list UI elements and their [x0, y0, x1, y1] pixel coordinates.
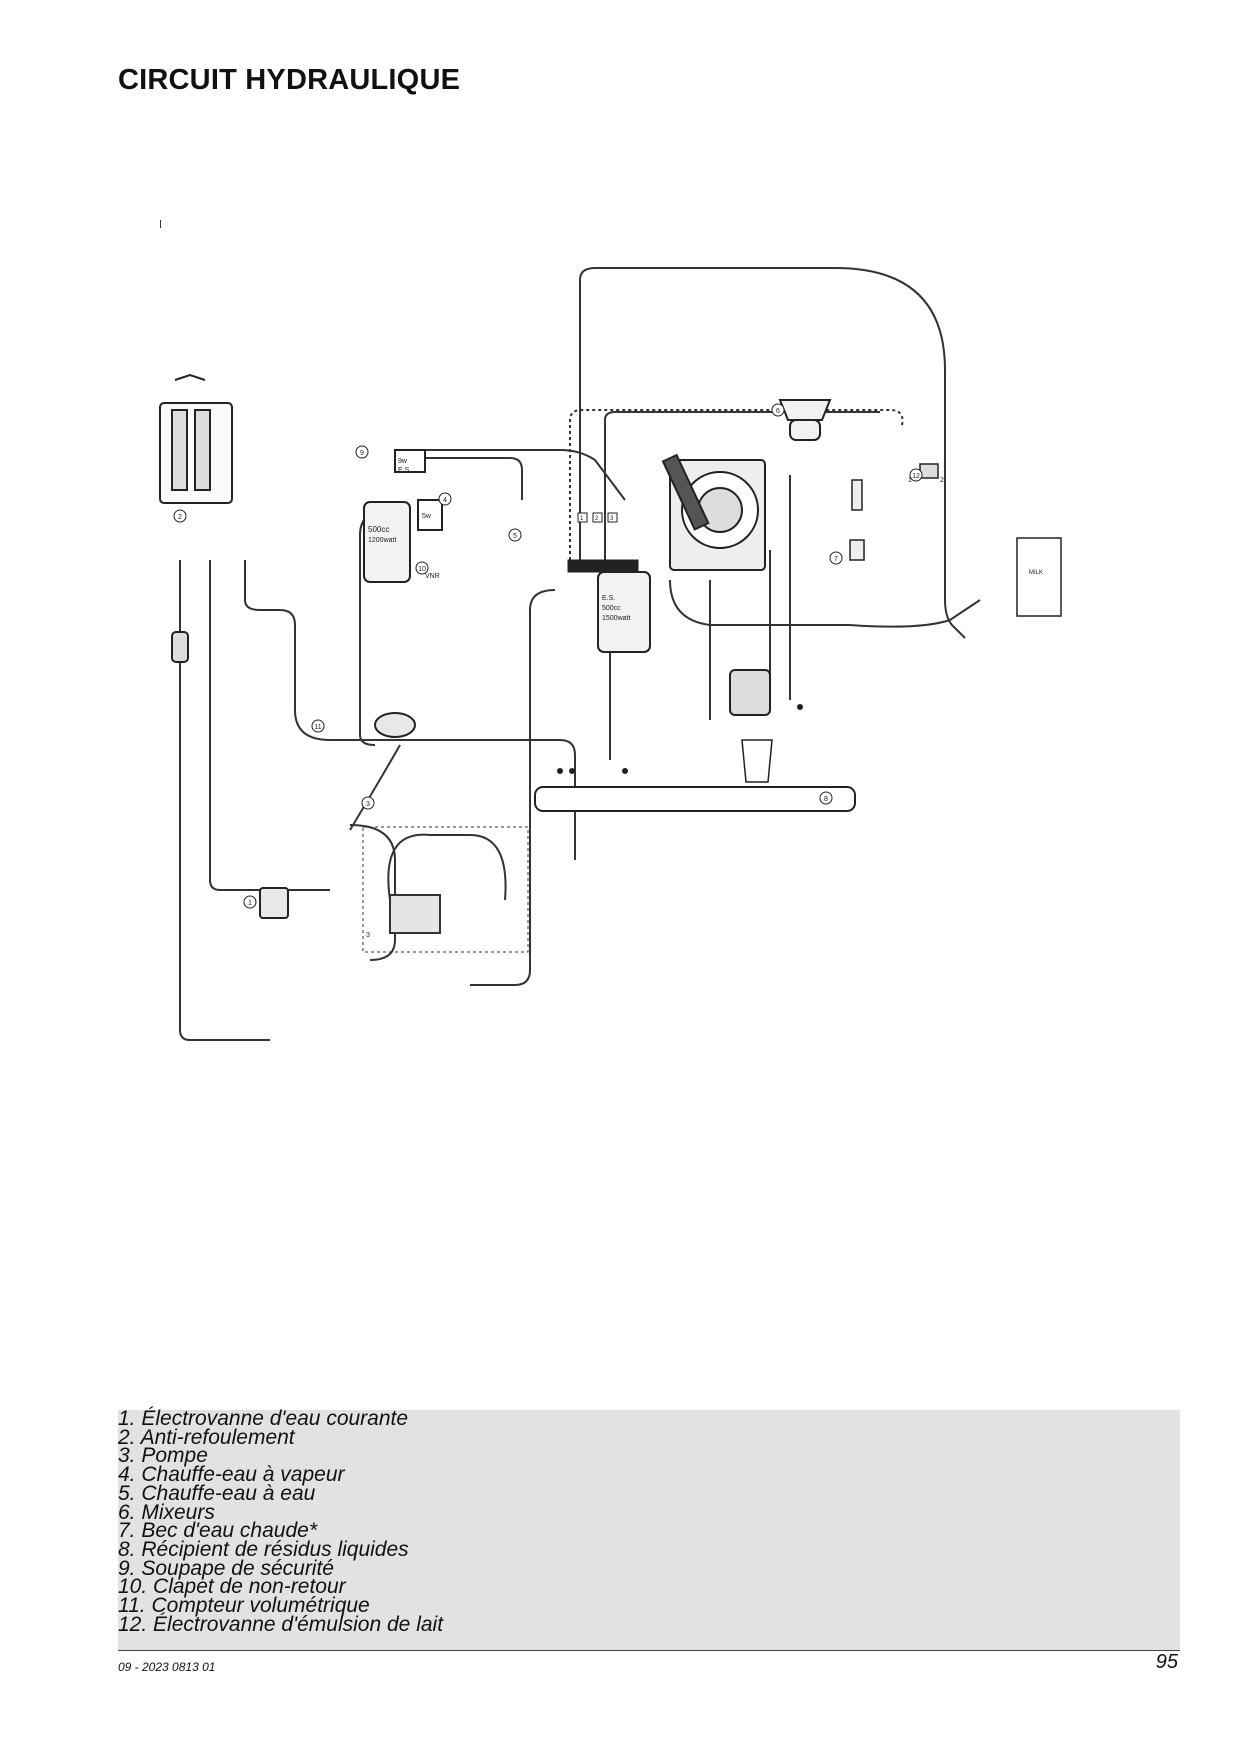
callout-7: 7	[829, 551, 843, 565]
svg-text:4: 4	[443, 497, 447, 504]
pipe-tank-down	[179, 560, 270, 1041]
svg-text:10: 10	[418, 566, 426, 573]
callout-1: 1	[243, 895, 257, 909]
svg-text:3: 3	[366, 801, 370, 808]
heater-large-code: E.S.	[602, 595, 615, 602]
legend-item: 9. Soupape de sécurité	[118, 1556, 334, 1580]
pipe-antiback	[209, 560, 330, 891]
legend-item: 10. Clapet de non-retour	[118, 1575, 346, 1599]
drip-tray	[534, 786, 856, 812]
pipe-middle	[415, 739, 576, 860]
legend-item: 7. Bec d'eau chaude*	[118, 1519, 317, 1543]
heater-large-capacity: 500cc	[602, 605, 621, 612]
svg-text:1: 1	[248, 900, 252, 907]
legend-item: 6. Mixeurs	[118, 1500, 215, 1524]
svg-text:12: 12	[912, 473, 920, 480]
callout-12: 12	[909, 468, 923, 482]
document-code: 09 - 2023 0813 01	[118, 1660, 216, 1674]
safety-valve-area: 9w E.S. VNR	[394, 449, 440, 580]
svg-text:2: 2	[178, 514, 182, 521]
svg-text:5: 5	[513, 533, 517, 540]
legend-item: 2. Anti-refoulement	[118, 1425, 295, 1449]
legend-item: 4. Chauffe-eau à vapeur	[118, 1463, 345, 1487]
pipe-right-milk	[669, 579, 981, 628]
block-label-3: 3	[610, 516, 614, 522]
pipe-top-dashed	[569, 409, 904, 560]
svg-text:3: 3	[366, 932, 370, 939]
page-number: 95	[1155, 1651, 1178, 1673]
water-inlet-valve	[259, 887, 289, 919]
valve12-pin1: 1	[908, 477, 912, 484]
volumetric-counter	[374, 712, 416, 738]
legend-panel: 1. Électrovanne d'eau courante 2. Anti-r…	[118, 1407, 1180, 1650]
callout-3: 3	[361, 796, 375, 810]
callout-2: 2	[173, 509, 187, 523]
legend-item: 3. Pompe	[118, 1444, 208, 1468]
valve-5w-label: 5w	[422, 513, 432, 520]
legend-item: 11. Compteur volumétrique	[118, 1594, 370, 1618]
valve-vnr-label: VNR	[425, 573, 440, 580]
pipe-heater4-top	[410, 457, 523, 500]
pipe-counter-loop	[349, 744, 401, 831]
svg-text:9: 9	[360, 450, 364, 457]
valve-9w-label: 9w	[398, 458, 408, 465]
callout-8: 8	[819, 791, 833, 805]
legend-item: 12. Électrovanne d'émulsion de lait	[118, 1612, 444, 1636]
pipe-inner	[604, 411, 880, 560]
steam-heater: 500cc 1200watt 5w	[363, 499, 443, 583]
cup	[741, 739, 773, 783]
block-label-1: 1	[580, 516, 584, 522]
brewing-unit	[661, 453, 766, 571]
callout-11: 11	[311, 719, 325, 733]
legend-item: 1. Électrovanne d'eau courante	[118, 1407, 409, 1430]
anti-backflow	[171, 631, 189, 663]
stray-mark	[160, 220, 161, 228]
legend-item: 8. Récipient de résidus liquides	[118, 1537, 409, 1561]
callout-4: 4	[438, 492, 452, 506]
drain-drops	[557, 704, 803, 774]
svg-text:7: 7	[834, 556, 838, 563]
dispenser-nozzle	[729, 669, 771, 716]
footer-rule	[118, 1650, 1180, 1651]
pipe-pump-loop	[349, 824, 396, 961]
heater-small-capacity: 500cc	[368, 525, 389, 534]
distributor-block: 1 2 3	[567, 512, 639, 573]
callout-9: 9	[355, 445, 369, 459]
svg-text:11: 11	[314, 724, 321, 731]
pipe-heater5-out	[470, 589, 556, 986]
valve12-pin2: 2	[940, 477, 944, 484]
mixer	[778, 399, 832, 441]
valve-es-label: E.S.	[398, 467, 411, 474]
milk-container: MILK	[1016, 537, 1062, 617]
callout-3b: 3	[366, 932, 370, 939]
pipe-tank-curve	[244, 560, 415, 741]
callout-6: 6	[771, 403, 785, 417]
legend-item: 5. Chauffe-eau à eau	[118, 1481, 316, 1505]
callout-10: 10	[415, 561, 429, 575]
heater-large-power: 1500watt	[602, 615, 630, 622]
svg-text:6: 6	[776, 408, 780, 415]
pump-box	[362, 826, 529, 953]
pipe-top-loop	[579, 267, 966, 639]
callout-5: 5	[508, 528, 522, 542]
svg-text:8: 8	[824, 796, 828, 803]
pipe-main-horizontal	[420, 449, 626, 501]
milk-label: MILK	[1029, 570, 1043, 576]
heater-small-power: 1200watt	[368, 537, 396, 544]
hydraulic-circuit-diagram: 500cc 1200watt 5w 9w E.S. VNR 1 2 3 E.S.…	[159, 267, 1062, 1041]
block-label-2: 2	[595, 516, 599, 522]
legend-list: 1. Électrovanne d'eau courante 2. Anti-r…	[118, 1407, 1180, 1636]
page-title: CIRCUIT HYDRAULIQUE	[118, 64, 461, 96]
water-tank	[159, 373, 233, 504]
hot-water-spout	[849, 479, 865, 561]
water-heater: E.S. 500cc 1500watt	[597, 571, 651, 653]
